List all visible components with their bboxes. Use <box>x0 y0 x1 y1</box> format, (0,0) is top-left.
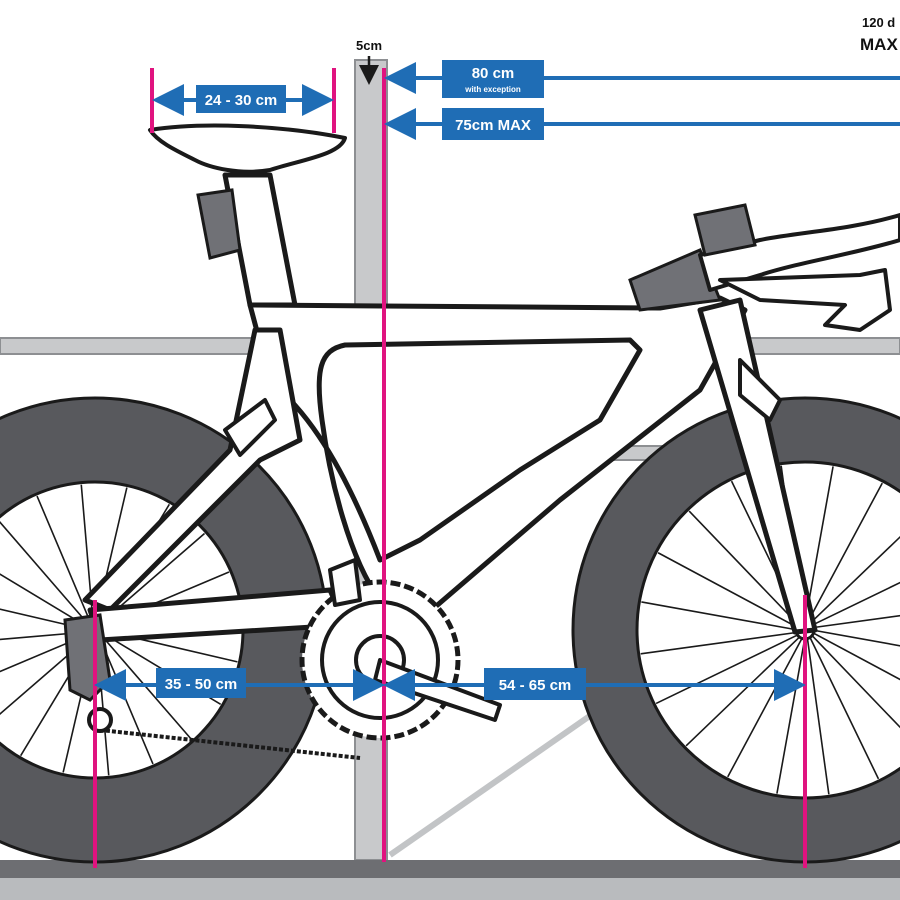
front-center-label-box <box>484 668 586 700</box>
seat-post <box>222 172 298 308</box>
spoke <box>807 482 883 622</box>
front-fork <box>697 297 818 635</box>
reach-exception-label: 80 cm <box>472 65 515 82</box>
spoke <box>688 510 798 625</box>
spoke <box>806 639 830 795</box>
front-wheel <box>571 396 900 864</box>
front-brake <box>738 358 782 422</box>
jockey-wheel <box>87 707 113 733</box>
stem <box>628 248 723 312</box>
spoke <box>812 635 900 729</box>
saddle <box>148 123 347 174</box>
spoke <box>0 521 89 624</box>
spoke <box>776 639 806 794</box>
reach-max-label-box <box>442 108 544 140</box>
spoke <box>809 638 880 780</box>
rear-center-label: 35 - 50 cm <box>165 676 238 693</box>
reach-exception-sublabel: with exception <box>464 85 521 94</box>
limit-lines <box>93 68 807 868</box>
spoke <box>36 495 91 622</box>
cockpit <box>628 203 900 332</box>
armrest-pad <box>693 203 757 257</box>
front-center-label: 54 - 65 cm <box>499 677 572 694</box>
spoke <box>813 581 900 626</box>
corner-label-line1: 120 d <box>862 15 895 30</box>
aero-extension <box>718 268 892 332</box>
spoke <box>0 631 86 641</box>
saddle-width-label-box <box>196 85 286 113</box>
rear-center-label-box <box>156 668 246 698</box>
saddle-width-label: 24 - 30 cm <box>205 92 278 109</box>
front-derailleur <box>328 558 362 607</box>
spoke <box>0 608 86 630</box>
spoke <box>810 535 900 623</box>
spoke <box>0 573 87 627</box>
bottle-cage <box>196 188 242 260</box>
spoke <box>727 638 803 778</box>
spoke <box>814 614 900 629</box>
crankset <box>299 558 502 741</box>
spoke <box>99 638 154 765</box>
reach-max-label: 75cm MAX <box>455 117 531 134</box>
spoke <box>657 552 797 628</box>
spoke <box>804 466 834 621</box>
corner-label-line2: MAX <box>860 35 898 54</box>
rear-brake <box>223 398 277 457</box>
offset-label: 5cm <box>356 38 382 53</box>
labels: 24 - 30 cm 5cm 80 cm with exception 75cm… <box>156 15 898 700</box>
spoke <box>641 601 796 631</box>
jig-ground-bar <box>0 860 900 878</box>
spoke <box>813 632 900 681</box>
spoke <box>814 629 900 647</box>
spoke <box>640 631 796 655</box>
rear-derailleur <box>63 613 112 702</box>
floor <box>0 878 900 900</box>
reach-exception-label-box <box>442 60 544 98</box>
seat-stay <box>82 327 303 613</box>
seat-assembly <box>148 123 347 308</box>
bike-frame <box>63 295 818 733</box>
